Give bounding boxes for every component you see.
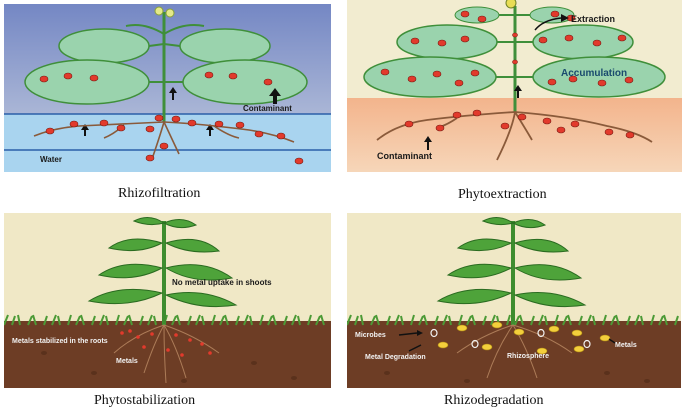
leaf-contaminant-dots — [39, 71, 273, 86]
roots — [376, 111, 653, 161]
accumulation-label: Accumulation — [561, 68, 627, 79]
metals-label: Metals — [615, 342, 637, 349]
caption-rhizofiltration: Rhizofiltration — [118, 186, 201, 201]
metal-dots — [120, 329, 212, 357]
microbe-dots — [437, 321, 611, 355]
roots — [456, 324, 573, 379]
metals-label: Metals — [116, 358, 138, 365]
uptake-arrows — [81, 87, 281, 136]
rhizodegradation-illustration: Microbes Metal Degradation Rhizosphere M… — [347, 213, 681, 388]
leaves — [363, 6, 666, 98]
root-contaminant-dots — [45, 114, 304, 165]
phytoextraction-illustration: Extraction Accumulation Contaminant — [347, 0, 682, 172]
metal-degradation-label: Metal Degradation — [365, 354, 426, 361]
extraction-label: Extraction — [571, 14, 615, 24]
grass — [4, 314, 325, 326]
microbes-label: Microbes — [355, 332, 386, 339]
rhizosphere-label: Rhizosphere — [507, 353, 549, 360]
water-background — [4, 114, 331, 172]
plant — [87, 217, 238, 325]
rhizofiltration-illustration: Contaminant Water — [4, 4, 331, 172]
phytostabilization-illustration: No metal uptake in shoots Metals stabili… — [4, 213, 331, 388]
contaminant-label: Contaminant — [243, 104, 292, 113]
rhizodegradation-panel: Microbes Metal Degradation Rhizosphere M… — [347, 213, 681, 388]
stabilized-label: Metals stabilized in the roots — [12, 338, 108, 345]
caption-phytoextraction: Phytoextraction — [458, 187, 547, 202]
phytostabilization-panel: No metal uptake in shoots Metals stabili… — [4, 213, 331, 388]
rhizofiltration-panel: Contaminant Water — [4, 4, 331, 172]
caption-phytostabilization: Phytostabilization — [94, 393, 196, 408]
caption-rhizodegradation: Rhizodegradation — [444, 393, 544, 408]
root-contaminant-dots — [404, 109, 635, 139]
plant — [436, 217, 587, 325]
water-label: Water — [40, 155, 62, 164]
metal-rings — [430, 328, 591, 349]
contaminant-label: Contaminant — [377, 151, 432, 161]
phytoextraction-panel: Extraction Accumulation Contaminant — [347, 0, 682, 172]
grass — [347, 314, 679, 326]
no-uptake-label: No metal uptake in shoots — [172, 278, 272, 287]
